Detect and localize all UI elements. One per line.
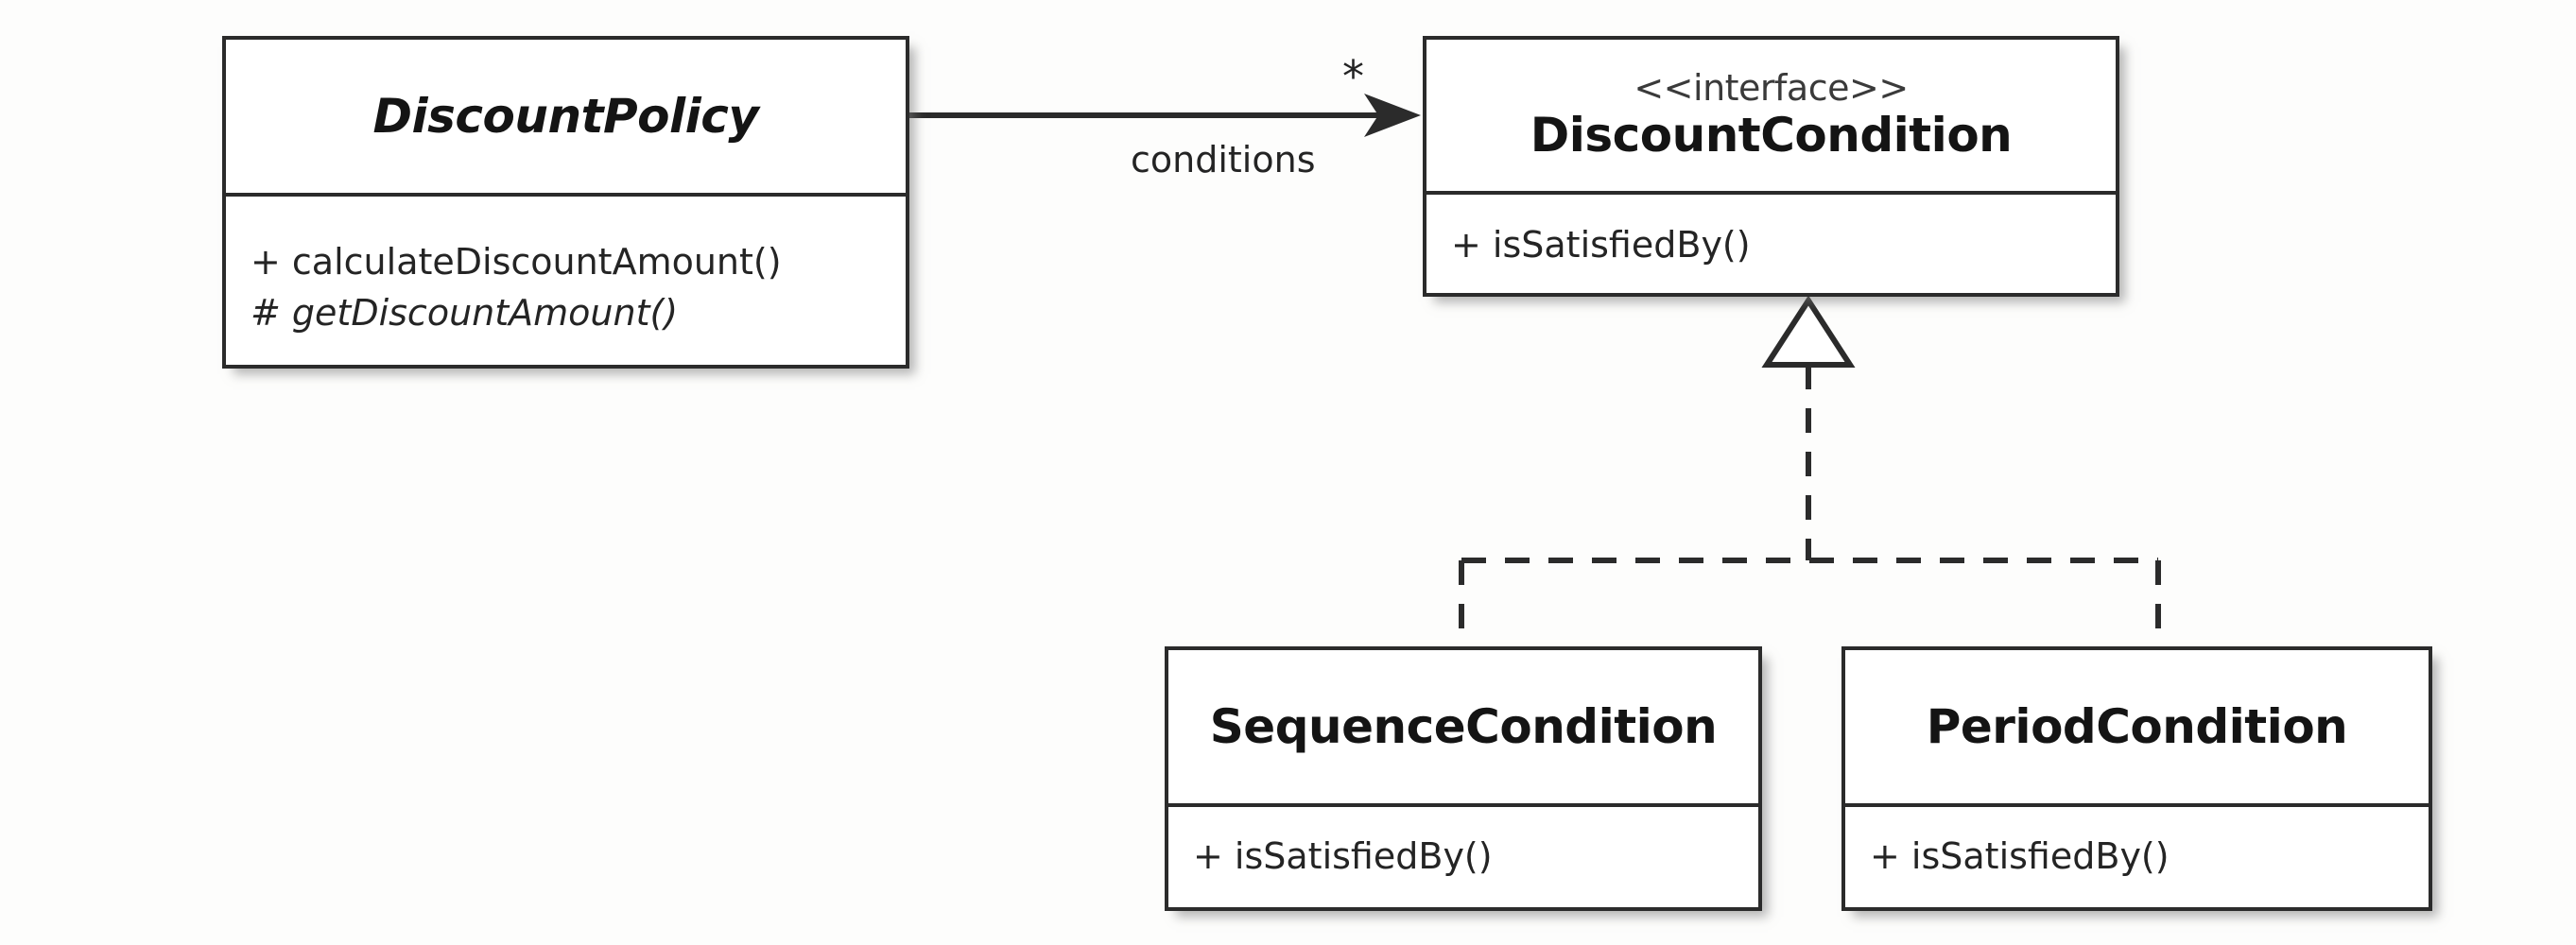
association-role-label: conditions <box>1131 139 1316 180</box>
association-arrowhead-icon <box>1364 94 1421 137</box>
class-compartment-divider <box>1168 803 1758 807</box>
class-header-sequence-condition: SequenceCondition <box>1168 650 1758 803</box>
class-member: + isSatisfiedBy() <box>1451 224 1751 266</box>
class-name-sequence-condition: SequenceCondition <box>1209 699 1718 754</box>
class-member: # getDiscountAmount() <box>251 292 679 334</box>
class-box-discount-condition[interactable]: <<interface>> DiscountCondition + isSati… <box>1423 36 2119 297</box>
class-header-discount-policy: DiscountPolicy <box>226 40 906 193</box>
realization-hollow-triangle-icon <box>1761 295 1856 368</box>
class-stereotype-discount-condition: <<interface>> <box>1634 67 1909 110</box>
class-box-sequence-condition[interactable]: SequenceCondition + isSatisfiedBy() <box>1165 646 1762 911</box>
class-members-sequence-condition: + isSatisfiedBy() <box>1168 807 1758 907</box>
realization-tree <box>1459 295 2161 648</box>
class-box-discount-policy[interactable]: DiscountPolicy + calculateDiscountAmount… <box>222 36 909 369</box>
class-members-discount-policy: + calculateDiscountAmount() # getDiscoun… <box>226 197 906 365</box>
class-header-discount-condition: <<interface>> DiscountCondition <box>1426 40 2116 191</box>
class-compartment-divider <box>1426 191 2116 195</box>
class-compartment-divider <box>226 193 906 197</box>
association-multiplicity-label: * <box>1342 51 1364 102</box>
class-name-discount-condition: DiscountCondition <box>1530 107 2013 163</box>
class-box-period-condition[interactable]: PeriodCondition + isSatisfiedBy() <box>1841 646 2432 911</box>
class-member: + calculateDiscountAmount() <box>251 241 782 284</box>
class-members-period-condition: + isSatisfiedBy() <box>1845 807 2429 907</box>
class-header-period-condition: PeriodCondition <box>1845 650 2429 803</box>
class-name-period-condition: PeriodCondition <box>1926 699 2348 754</box>
class-member: + isSatisfiedBy() <box>1193 835 1493 878</box>
class-members-discount-condition: + isSatisfiedBy() <box>1426 195 2116 293</box>
class-member: + isSatisfiedBy() <box>1870 835 2170 878</box>
class-compartment-divider <box>1845 803 2429 807</box>
class-name-discount-policy: DiscountPolicy <box>372 89 760 144</box>
